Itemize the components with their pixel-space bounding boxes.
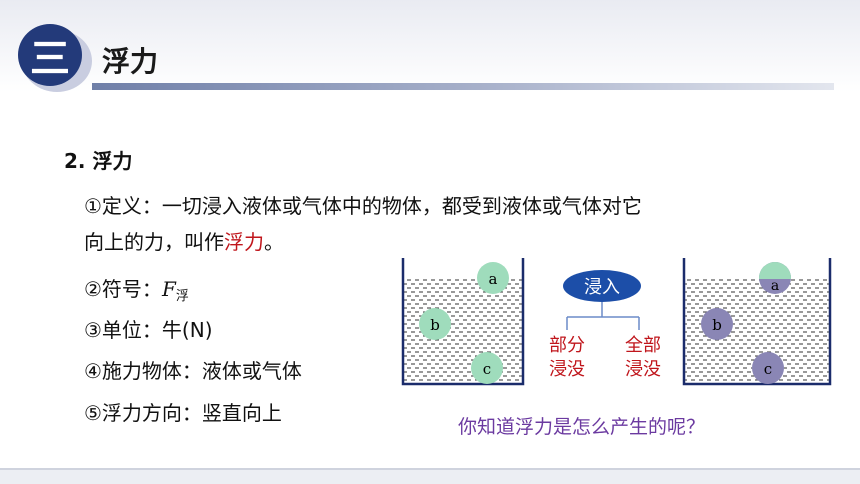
ball-a-right-top <box>759 262 791 279</box>
right-beaker: a b c <box>682 258 832 386</box>
symbol-letter: F <box>161 277 176 301</box>
ball-c-right <box>752 352 784 384</box>
left-beaker: a b c <box>401 258 525 386</box>
ball-c-right-label: c <box>764 360 772 378</box>
source-line: ④施力物体：液体或气体 <box>84 359 302 383</box>
page-title: 浮力 <box>102 45 159 78</box>
definition-highlight: 浮力 <box>224 230 264 254</box>
definition-line-1: ①定义：一切浸入液体或气体中的物体，都受到液体或气体对它 <box>84 194 642 218</box>
ball-a-left <box>477 262 509 294</box>
ball-a-right-label: a <box>771 278 779 294</box>
right-beaker-wall <box>682 258 832 386</box>
header-background <box>0 0 860 92</box>
left-beaker-wall <box>401 258 525 386</box>
ball-b-left <box>419 308 451 340</box>
header-divider <box>92 83 834 90</box>
full-label-1: 全部 <box>625 335 661 356</box>
symbol-label: ②符号： <box>84 277 162 301</box>
partial-label-2: 浸没 <box>549 359 585 380</box>
ball-b-right <box>701 308 733 340</box>
ball-b-left-label: b <box>430 316 440 334</box>
full-label-2: 浸没 <box>625 359 661 380</box>
symbol-line: ②符号：F浮 <box>84 273 189 304</box>
immersion-classification: 浸入 部分 浸没 全部 浸没 <box>549 270 661 380</box>
unit-line: ③单位：牛(N) <box>84 318 213 342</box>
section-title: 2. 浮力 <box>64 149 133 173</box>
ball-b-right-label: b <box>712 316 722 334</box>
definition-line-2: 向上的力，叫作浮力。 <box>84 226 284 255</box>
symbol-subscript: 浮 <box>175 289 189 304</box>
immersion-ellipse <box>563 270 641 302</box>
definition-text: 向上的力，叫作 <box>84 230 224 254</box>
immersion-label: 浸入 <box>584 277 620 298</box>
direction-line: ⑤浮力方向：竖直向上 <box>84 401 282 425</box>
partial-label-1: 部分 <box>549 335 585 356</box>
ball-c-left-label: c <box>483 360 491 378</box>
ball-c-left <box>471 352 503 384</box>
footer-divider <box>0 468 860 470</box>
ball-a-left-label: a <box>489 270 498 288</box>
buoyancy-diagram: a b c 浸入 部分 浸没 全部 浸没 a b c <box>401 258 832 386</box>
question-text: 你知道浮力是怎么产生的呢？ <box>458 416 706 438</box>
section-number-badge: 三 <box>18 24 82 86</box>
footer-bar <box>0 470 860 484</box>
definition-end: 。 <box>264 230 284 254</box>
branch-lines <box>566 302 640 330</box>
